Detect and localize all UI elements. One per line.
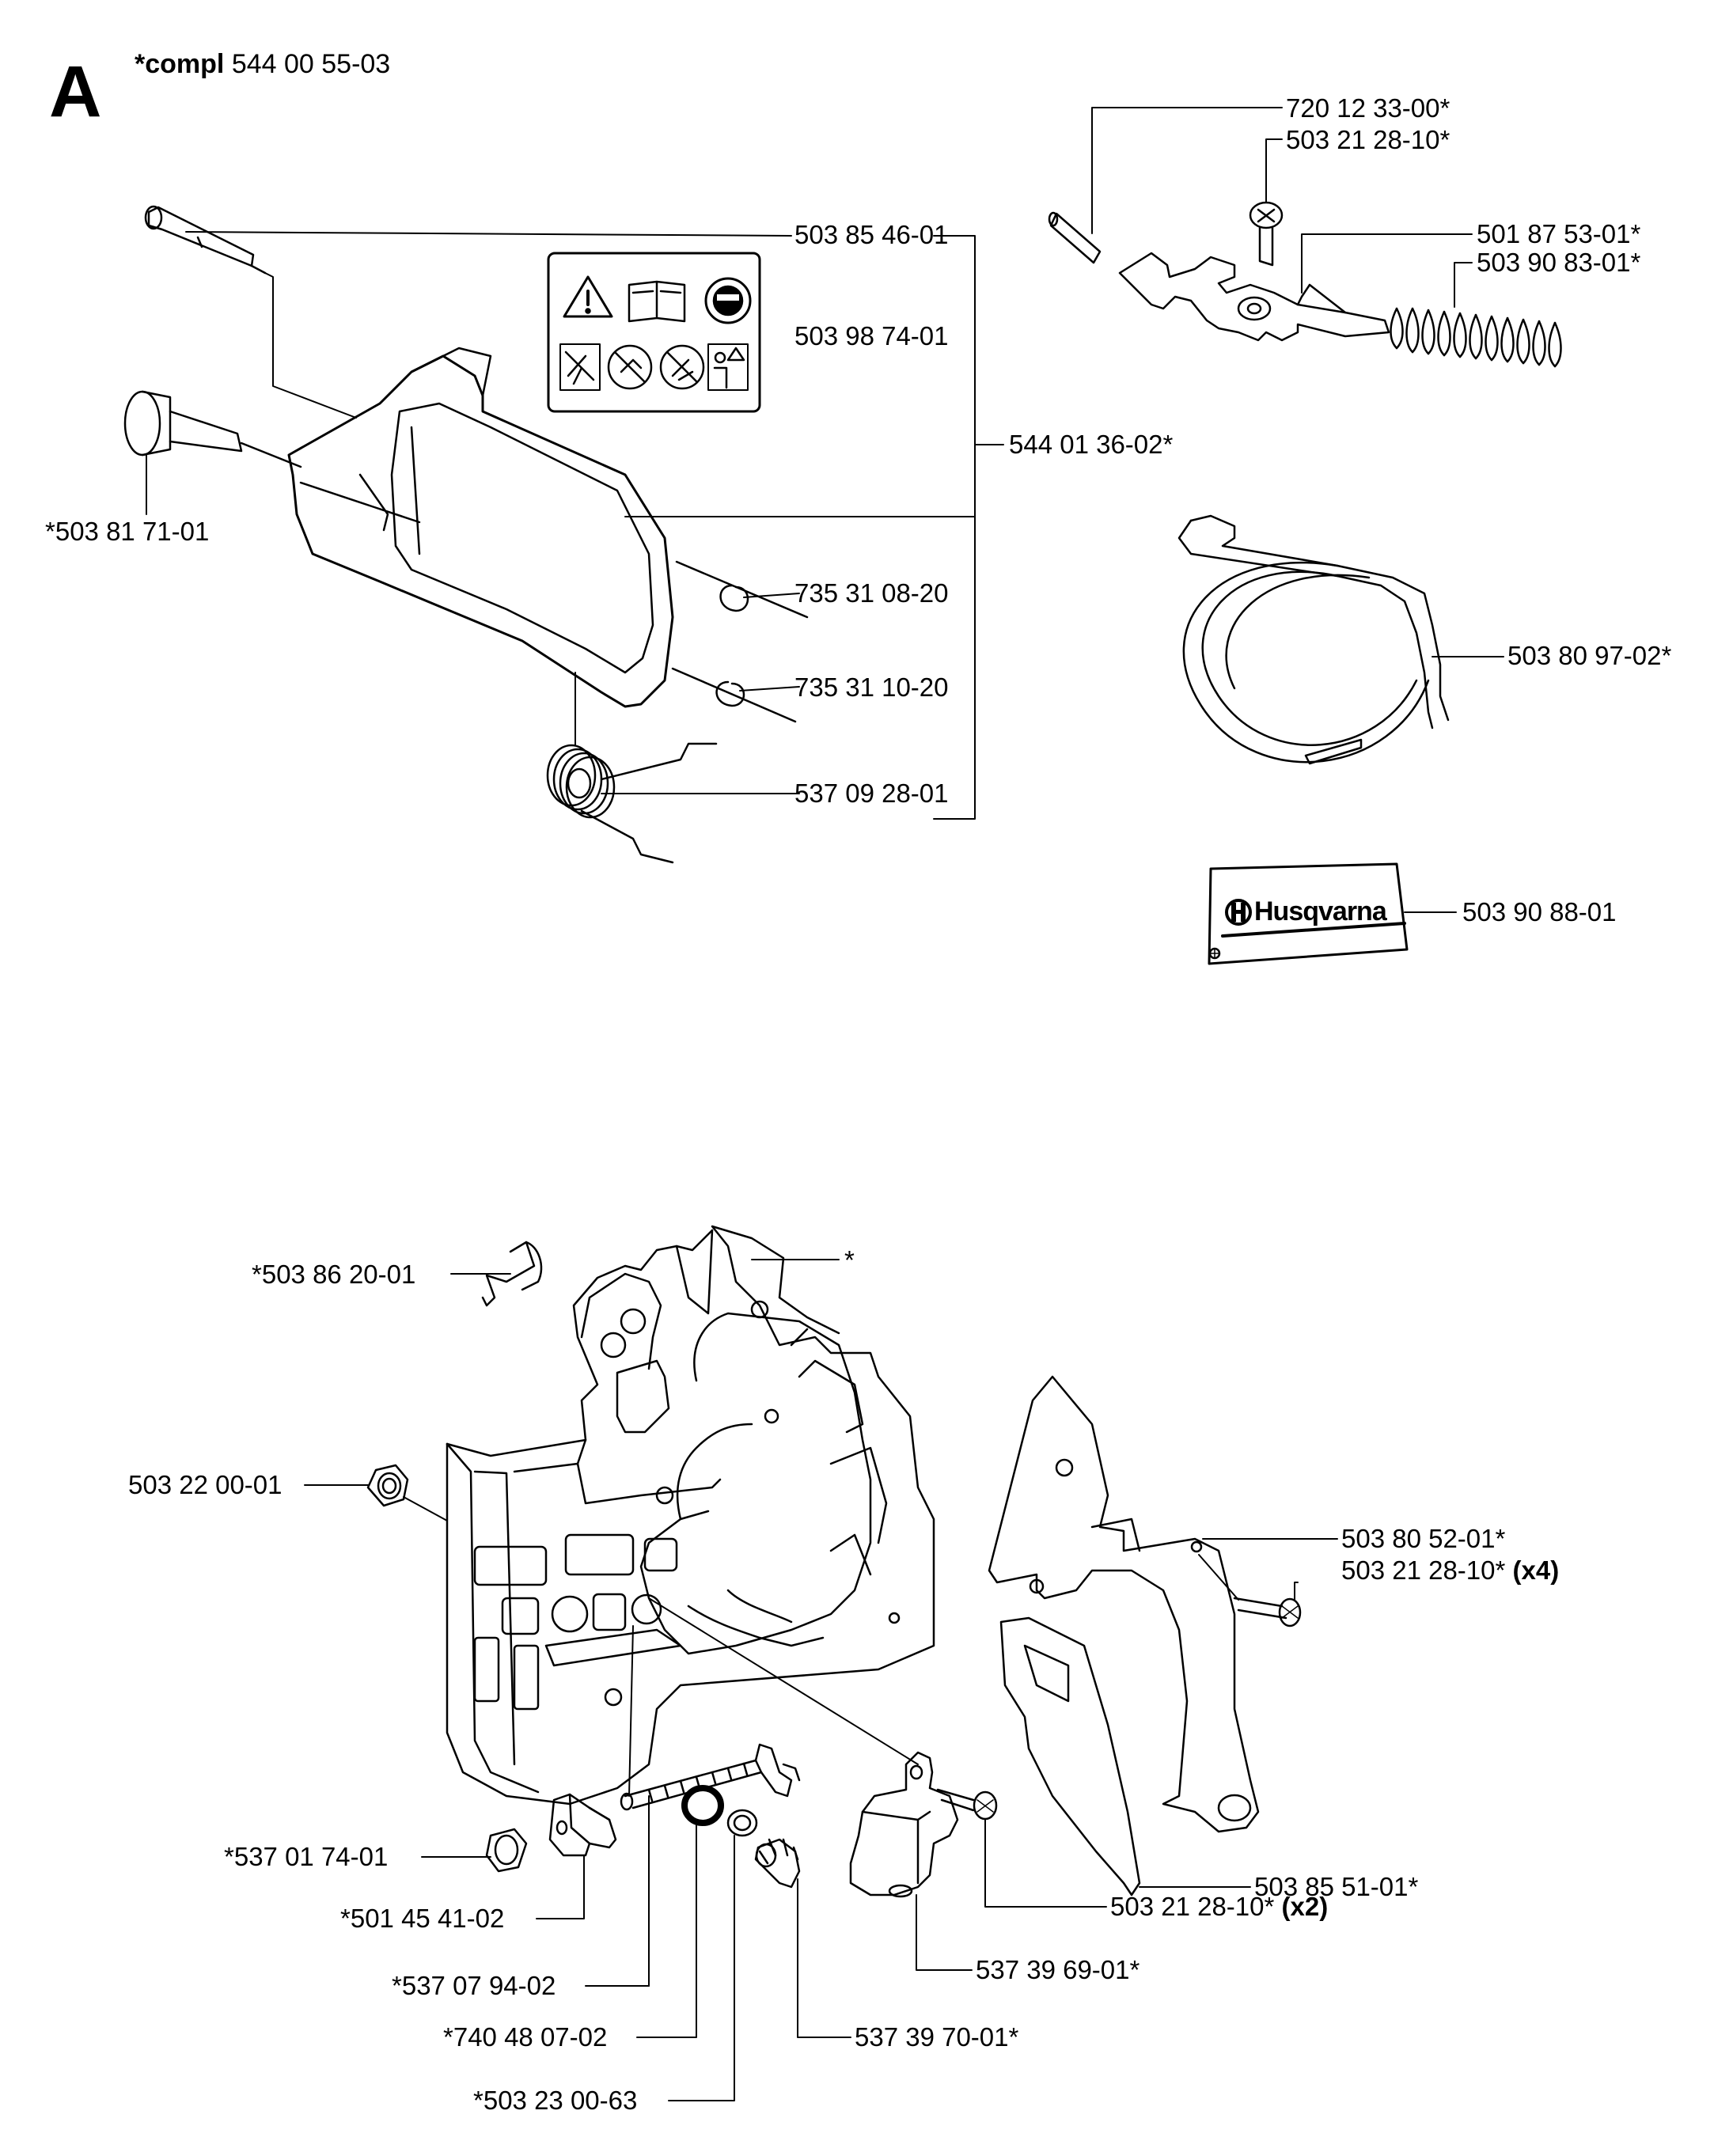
- label-brake-spring: 503 90 83-01*: [1477, 248, 1641, 277]
- guide-screw-qty: (x2): [1281, 1892, 1329, 1921]
- cover-plate-part: [988, 1375, 1338, 1833]
- cover-screw-part: [1198, 1554, 1302, 1627]
- washer-735-31-08-20: [675, 560, 809, 619]
- label-washer-1: 735 31 08-20: [794, 578, 949, 608]
- handguard-drawing: [123, 205, 1004, 864]
- top-screw-part: [1249, 201, 1284, 267]
- label-brake-band: 503 80 97-02*: [1507, 641, 1672, 670]
- label-catcher: 537 39 69-01*: [976, 1955, 1140, 1984]
- label-handle-bolt: 503 85 46-01: [794, 220, 949, 249]
- label-spike-clip: *503 86 20-01: [252, 1260, 416, 1289]
- label-chain-guide: 503 85 51-01*: [1254, 1872, 1419, 1901]
- section-letter: A: [49, 51, 102, 132]
- label-cover-plate: 503 80 52-01*: [1341, 1524, 1506, 1553]
- label-guide-screw: 503 21 28-10* (x2): [1110, 1893, 1328, 1919]
- compl-prefix: *compl: [135, 49, 225, 79]
- label-o-ring: *740 48 07-02: [443, 2022, 608, 2052]
- brake-spring-part: [1390, 307, 1562, 368]
- cover-screw-qty: (x4): [1512, 1555, 1560, 1585]
- label-handguard-assembly: 544 01 36-02*: [1009, 430, 1174, 459]
- handguard-body: [287, 347, 976, 708]
- label-bar-nut: 503 22 00-01: [128, 1470, 283, 1499]
- cover-screw-number: 503 21 28-10*: [1341, 1555, 1506, 1585]
- label-washer-2: 735 31 10-20: [794, 673, 949, 702]
- spike-clip-part: [450, 1241, 543, 1307]
- handle-pin-part: [123, 390, 302, 468]
- brake-lever-part: [1118, 252, 1390, 342]
- husqvarna-wordmark: Husqvarna: [1254, 896, 1387, 926]
- chain-guide-part: [999, 1616, 1251, 1896]
- husqvarna-crown-icon: [1225, 899, 1252, 926]
- washer-735-31-10-20: [671, 667, 800, 723]
- logo-decal-frame: [1208, 862, 1457, 965]
- brake-mechanism-drawing: [1048, 107, 1562, 965]
- label-washer-ring: *503 23 00-63: [473, 2086, 638, 2115]
- label-pin: 720 12 33-00*: [1286, 93, 1450, 123]
- label-brake-lever: 501 87 53-01*: [1477, 219, 1641, 248]
- label-decal-safety: 503 98 74-01: [794, 321, 949, 350]
- compl-label: *compl 544 00 55-03: [135, 51, 390, 78]
- label-cover-screw: 503 21 28-10* (x4): [1341, 1557, 1559, 1583]
- guide-screw-number: 503 21 28-10*: [1110, 1892, 1275, 1921]
- handle-bolt-part: [144, 205, 267, 275]
- label-drive-gear: 537 39 70-01*: [855, 2022, 1019, 2052]
- safety-decal: [547, 252, 761, 413]
- bar-nut-part: [304, 1464, 448, 1521]
- brake-band-part: [1177, 514, 1504, 765]
- adjuster-assembly-part: [421, 1597, 1107, 2101]
- label-adjuster-screw: *537 07 94-02: [392, 1971, 556, 2000]
- cover-body-part: [446, 1225, 935, 1806]
- label-adjuster-block: *501 45 41-02: [340, 1904, 505, 1933]
- label-logo-decal: 503 90 88-01: [1462, 897, 1617, 926]
- label-adjuster-nut: *537 01 74-01: [224, 1842, 389, 1871]
- torsion-spring-part: [546, 672, 800, 864]
- label-screw-top: 503 21 28-10*: [1286, 125, 1450, 154]
- label-torsion-spring: 537 09 28-01: [794, 779, 949, 808]
- clutch-cover-drawing: [304, 1225, 1338, 2101]
- label-handle-pin: *503 81 71-01: [45, 517, 210, 546]
- compl-number: 544 00 55-03: [231, 49, 391, 79]
- label-cover-star: *: [844, 1245, 855, 1275]
